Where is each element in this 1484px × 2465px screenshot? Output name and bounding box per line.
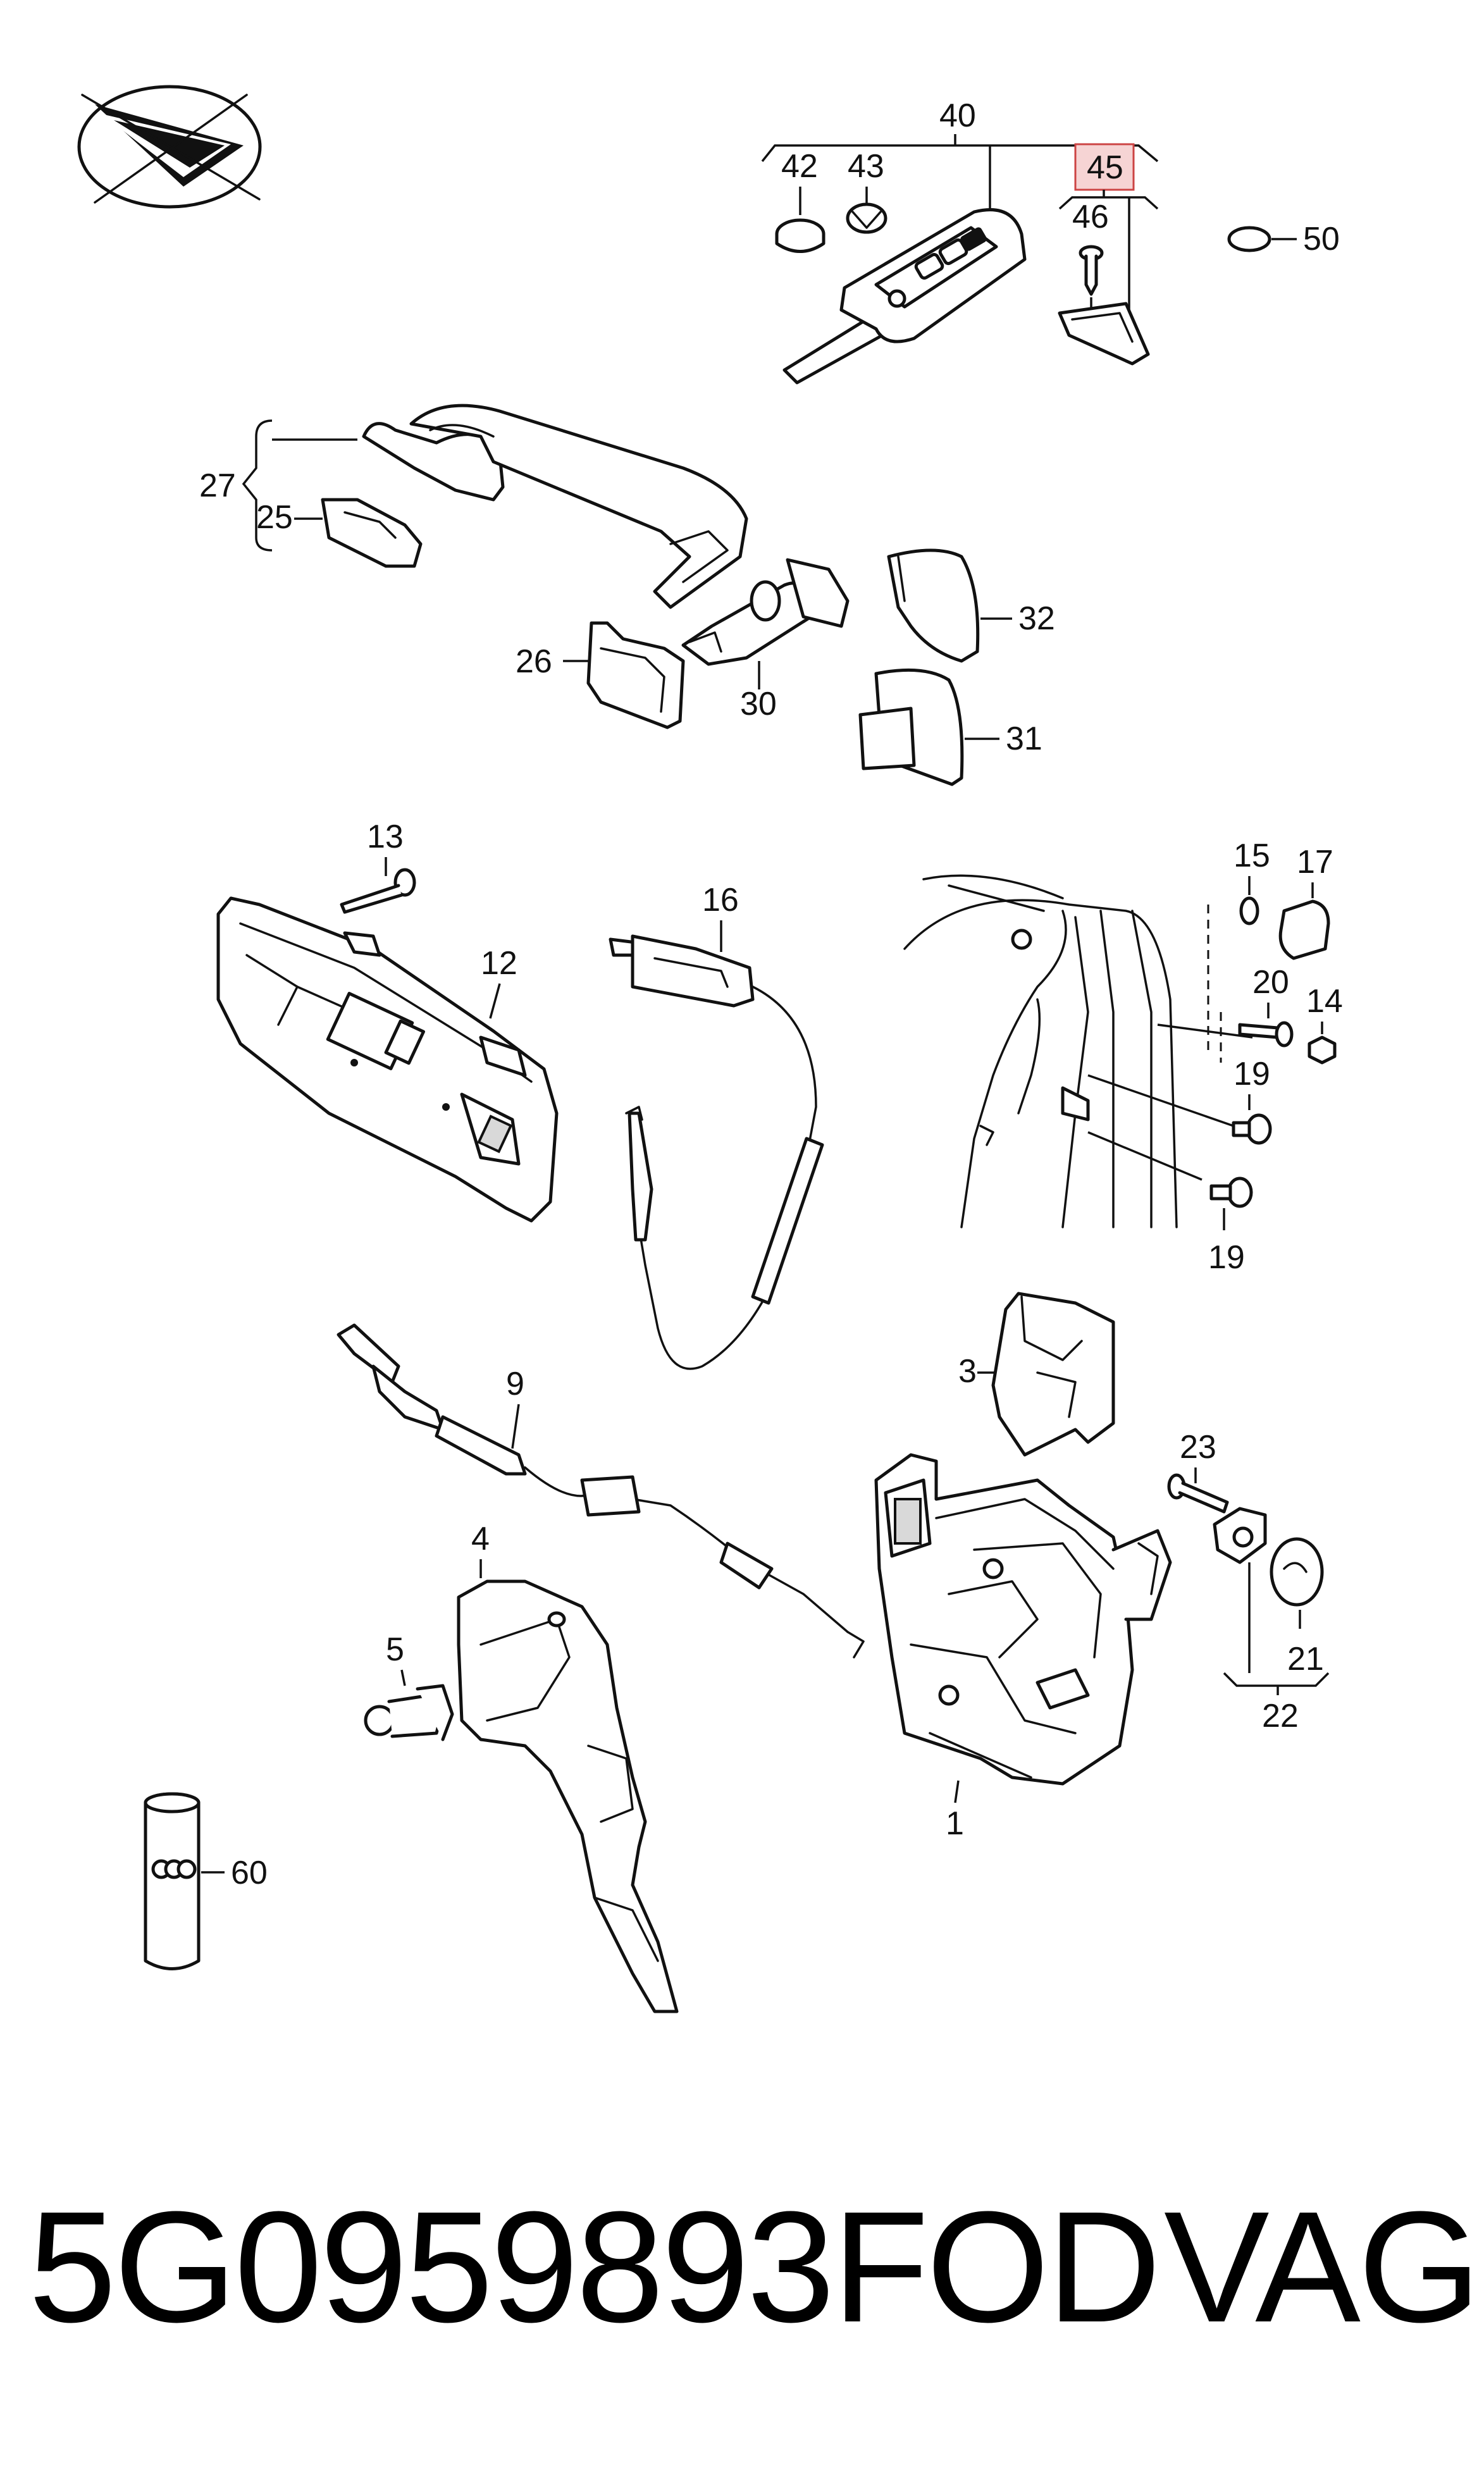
bolt-19b: [1209, 1177, 1253, 1230]
striker-plate: [1213, 1507, 1267, 1564]
callout-4: 4: [471, 1521, 490, 1557]
callout-1: 1: [946, 1805, 964, 1842]
cap-50: [1227, 226, 1297, 252]
gasket-25: [321, 498, 423, 568]
brand-label: VAG: [1164, 2178, 1478, 2355]
callout-30: 30: [740, 686, 777, 722]
key-cover-bracket: [1058, 190, 1159, 323]
key-cover-45: [1058, 302, 1150, 366]
callout-45: 45: [1087, 149, 1123, 186]
callout-15: 15: [1234, 837, 1270, 874]
bolt-20: [1238, 1003, 1294, 1047]
callout-27: 27: [199, 467, 236, 504]
highlight-box-45: [1074, 143, 1135, 191]
compass-arrow-logo: [77, 85, 262, 209]
callout-19b: 19: [1208, 1239, 1245, 1276]
coin-battery-42: [775, 187, 825, 253]
release-cable-9: [337, 1323, 865, 1659]
callout-31: 31: [1006, 720, 1042, 757]
handle-bracket-27: [242, 419, 357, 552]
bolt-19a: [1232, 1094, 1272, 1145]
bracket-3: [977, 1292, 1115, 1457]
screw-23: [1167, 1467, 1229, 1514]
striker-bracket-22: [1223, 1562, 1330, 1695]
callout-5: 5: [386, 1631, 404, 1668]
callout-3: 3: [958, 1353, 977, 1390]
bolt-13: [340, 857, 416, 914]
callout-50: 50: [1303, 221, 1340, 257]
callout-26: 26: [516, 643, 552, 680]
callout-42: 42: [781, 148, 818, 185]
callout-13: 13: [367, 819, 404, 855]
callout-32: 32: [1018, 600, 1055, 637]
nut-14: [1308, 1022, 1337, 1065]
callout-17: 17: [1297, 844, 1333, 880]
callout-19: 19: [1234, 1056, 1270, 1092]
flip-key-40: [782, 208, 1027, 385]
cover-plate-26: [563, 621, 685, 729]
emblem-43: [846, 187, 887, 234]
outer-handle-27: [362, 404, 748, 609]
door-lock-1: [874, 1453, 1172, 1803]
callout-21: 21: [1287, 1641, 1324, 1677]
lock-cover-4: [457, 1559, 679, 2013]
callout-25: 25: [256, 499, 293, 536]
handle-carrier-12: [216, 896, 559, 1223]
door-frame: [903, 874, 1253, 1228]
grease-tube-60: [144, 1792, 225, 1970]
clip-5: [364, 1669, 454, 1741]
screw-46: [1079, 245, 1104, 329]
part-number: 5G0959893FOD: [28, 2178, 1158, 2355]
lock-cylinder-30: [681, 558, 850, 689]
callout-60: 60: [231, 1855, 268, 1891]
callout-9: 9: [506, 1366, 524, 1402]
callout-22: 22: [1262, 1698, 1299, 1734]
callout-14: 14: [1306, 983, 1343, 1020]
washer-15: [1239, 876, 1259, 925]
callout-43: 43: [848, 148, 884, 185]
key-group-bracket: [761, 134, 1159, 209]
callout-16: 16: [702, 882, 739, 918]
cap-31: [858, 668, 999, 786]
cap-32: [887, 548, 1012, 663]
callout-40: 40: [939, 97, 976, 134]
callout-12: 12: [481, 945, 517, 982]
callout-46: 46: [1072, 199, 1109, 235]
bowden-cable-16: [609, 920, 824, 1370]
washer-21: [1270, 1537, 1324, 1607]
cap-17: [1278, 882, 1330, 960]
callout-20: 20: [1252, 964, 1289, 1001]
callout-23: 23: [1180, 1429, 1216, 1466]
